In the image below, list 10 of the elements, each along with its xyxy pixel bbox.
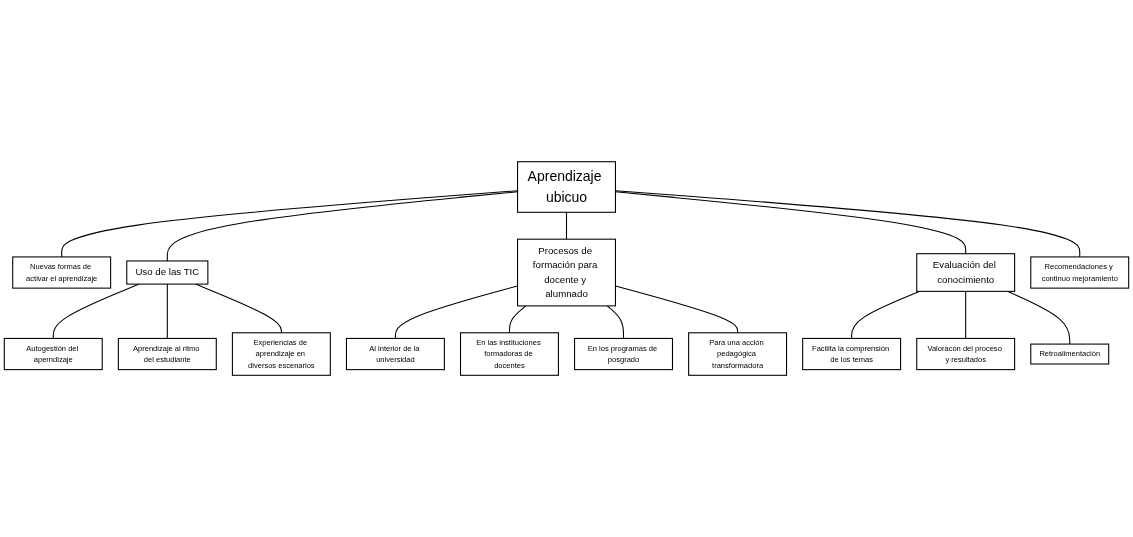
connector: [1007, 290, 1071, 345]
node-box: Procesos de formación para docente y alumnado: [517, 238, 616, 307]
connector: [565, 211, 568, 240]
node-box: Aprendizaje ubicuo: [517, 161, 616, 213]
connector: [606, 305, 625, 339]
node-box: Uso de las TIC: [126, 260, 209, 285]
node-box: Evaluación del conocimiento: [916, 253, 1016, 292]
connector: [166, 283, 168, 339]
connector: [508, 305, 527, 334]
connector: [965, 290, 967, 339]
